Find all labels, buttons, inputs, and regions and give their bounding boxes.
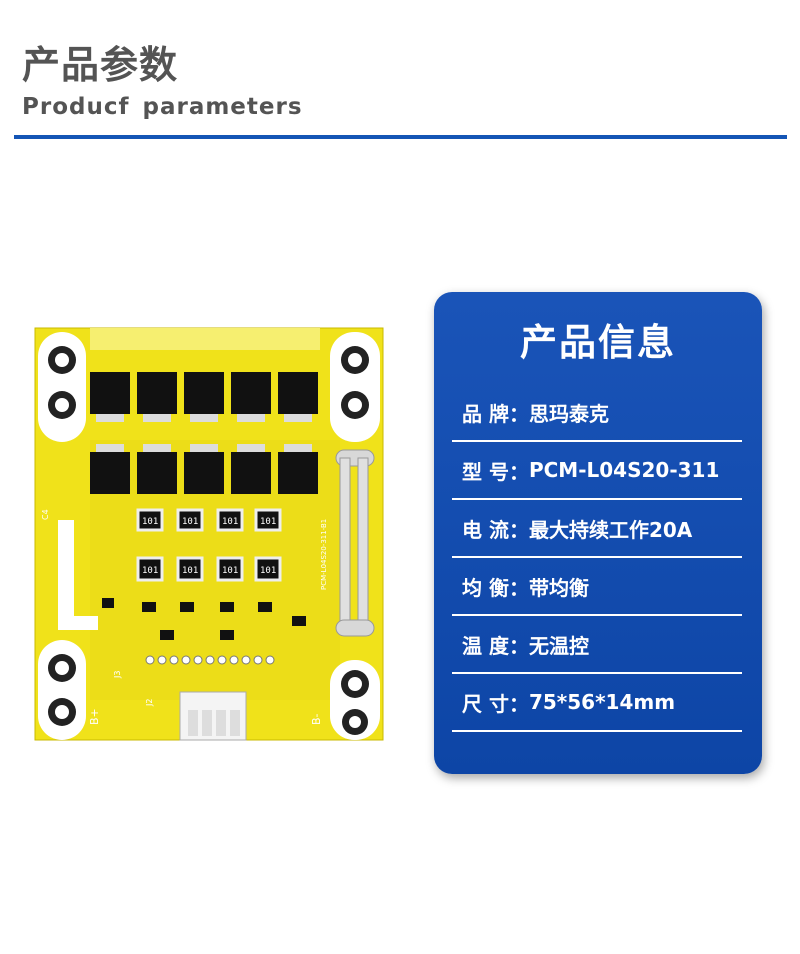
spec-label: 电 流： — [462, 517, 529, 542]
shunt-resistor — [335, 449, 375, 637]
spec-value: 带均衡 — [528, 575, 589, 600]
label-p-plus: P+ — [44, 416, 57, 432]
spec-value: 无温控 — [528, 633, 589, 658]
spec-row-size: 尺 寸： 75*56*14mm — [452, 674, 742, 732]
resistor-code-4: 101 — [260, 517, 276, 527]
resistor-code-6: 101 — [182, 566, 198, 576]
spec-row-balance: 均 衡： 带均衡 — [452, 558, 742, 616]
header-pins — [145, 655, 275, 665]
mosfet-row-top — [90, 372, 318, 422]
title-divider — [14, 135, 787, 139]
spec-row-model: 型 号： PCM-L04S20-311 — [452, 442, 742, 500]
spec-label: 型 号： — [462, 459, 529, 484]
page-title-cn: 产品参数 — [22, 43, 179, 87]
mount-hole-bottom-left — [38, 640, 86, 740]
resistor-code-5: 101 — [142, 566, 158, 576]
product-info-card: 产品信息 品 牌： 思玛泰克 型 号： PCM-L04S20-311 电 流： … — [434, 292, 762, 774]
label-j3: J3 — [113, 671, 122, 679]
page-title-en: Producf parameters — [22, 94, 303, 120]
spec-label: 品 牌： — [462, 401, 529, 426]
spec-value: PCM-L04S20-311 — [528, 458, 720, 482]
resistor-code-7: 101 — [222, 566, 238, 576]
spec-value: 思玛泰克 — [528, 401, 609, 426]
spec-label: 尺 寸： — [462, 691, 529, 716]
resistor-code-8: 101 — [260, 566, 276, 576]
resistor-code-1: 101 — [142, 517, 158, 527]
label-c4: C4 — [41, 509, 50, 520]
label-p-minus: P- — [336, 422, 349, 432]
spec-value: 最大持续工作20A — [528, 517, 693, 542]
resistor-code-3: 101 — [222, 517, 238, 527]
product-info-title: 产品信息 — [520, 321, 676, 364]
spec-row-brand: 品 牌： 思玛泰克 — [452, 384, 742, 442]
balance-resistors: 101 101 101 101 101 101 101 101 — [136, 508, 282, 582]
mosfet-row-bottom — [90, 444, 318, 494]
spec-row-current: 电 流： 最大持续工作20A — [452, 500, 742, 558]
balance-connector — [179, 691, 247, 741]
spec-row-temperature: 温 度： 无温控 — [452, 616, 742, 674]
spec-label: 均 衡： — [462, 575, 529, 600]
label-b-minus: B- — [310, 713, 323, 725]
product-image: 101 101 101 101 101 101 101 101 P+ P- B+… — [34, 327, 384, 741]
spec-value: 75*56*14mm — [528, 690, 676, 714]
label-b-plus: B+ — [88, 708, 101, 725]
mount-hole-bottom-right — [330, 660, 380, 740]
resistor-code-2: 101 — [182, 517, 198, 527]
label-model-print: PCM-L04S20-311-B1 — [320, 519, 328, 590]
spec-label: 温 度： — [462, 633, 529, 658]
mount-hole-top-right — [330, 332, 380, 442]
mount-hole-top-left — [38, 332, 86, 442]
label-j2: J2 — [145, 699, 154, 707]
small-components — [102, 598, 306, 640]
